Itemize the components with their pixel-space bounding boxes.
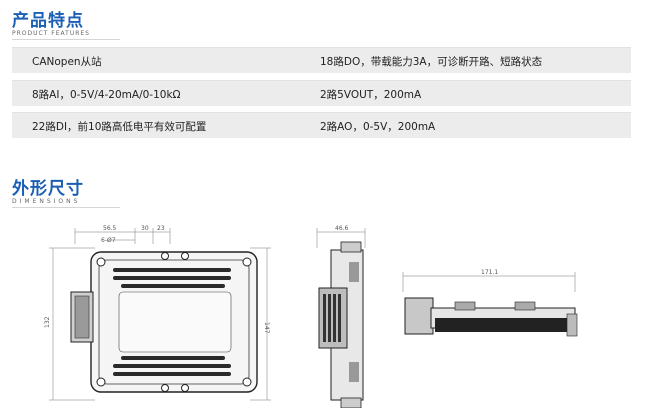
dim-label: 132	[44, 316, 51, 328]
housing-ribs	[113, 268, 231, 376]
bottom-view-drawing: 171.1	[402, 269, 578, 337]
feature-row-1-right: 18路DO，带载能力3A，可诊断开路、短路状态	[275, 47, 631, 73]
front-view-drawing: 56.5 30 23 6-Ø7 132 147	[44, 225, 271, 401]
feature-text: 2路5VOUT，200mA	[320, 89, 422, 101]
dim-label: 147	[263, 322, 270, 334]
features-title: 产品特点	[12, 11, 84, 31]
features-underline	[12, 39, 120, 40]
mounting-holes	[96, 252, 252, 392]
dim-label: 23	[157, 225, 165, 232]
feature-row-1-left: CANopen从站	[12, 47, 321, 73]
feature-text: 8路AI，0-5V/4-20mA/0-10kΩ	[32, 89, 181, 101]
feature-text: 18路DO，带载能力3A，可诊断开路、短路状态	[320, 56, 543, 68]
feature-row-2-left: 8路AI，0-5V/4-20mA/0-10kΩ	[12, 80, 321, 106]
dim-label: 46.6	[335, 225, 349, 232]
feature-text: CANopen从站	[32, 56, 102, 68]
dimensions-underline	[12, 207, 120, 208]
feature-text: 22路DI，前10路高低电平有效可配置	[32, 121, 207, 133]
dimensions-title: 外形尺寸	[12, 179, 84, 199]
feature-row-3-right: 2路AO，0-5V，200mA	[275, 112, 631, 138]
dim-label: 30	[141, 225, 149, 232]
dim-label: 171.1	[481, 269, 498, 276]
dim-label: 6-Ø7	[101, 237, 116, 244]
features-subtitle: PRODUCT FEATURES	[12, 30, 90, 37]
bottom-connector	[404, 297, 434, 335]
feature-text: 2路AO，0-5V，200mA	[320, 121, 436, 133]
dim-label: 56.5	[103, 225, 117, 232]
dimensions-subtitle: DIMENSIONS	[12, 198, 81, 205]
side-view-drawing: 46.6	[316, 225, 366, 408]
feature-row-3-left: 22路DI，前10路高低电平有效可配置	[12, 112, 321, 138]
feature-row-2-right: 2路5VOUT，200mA	[275, 80, 631, 106]
